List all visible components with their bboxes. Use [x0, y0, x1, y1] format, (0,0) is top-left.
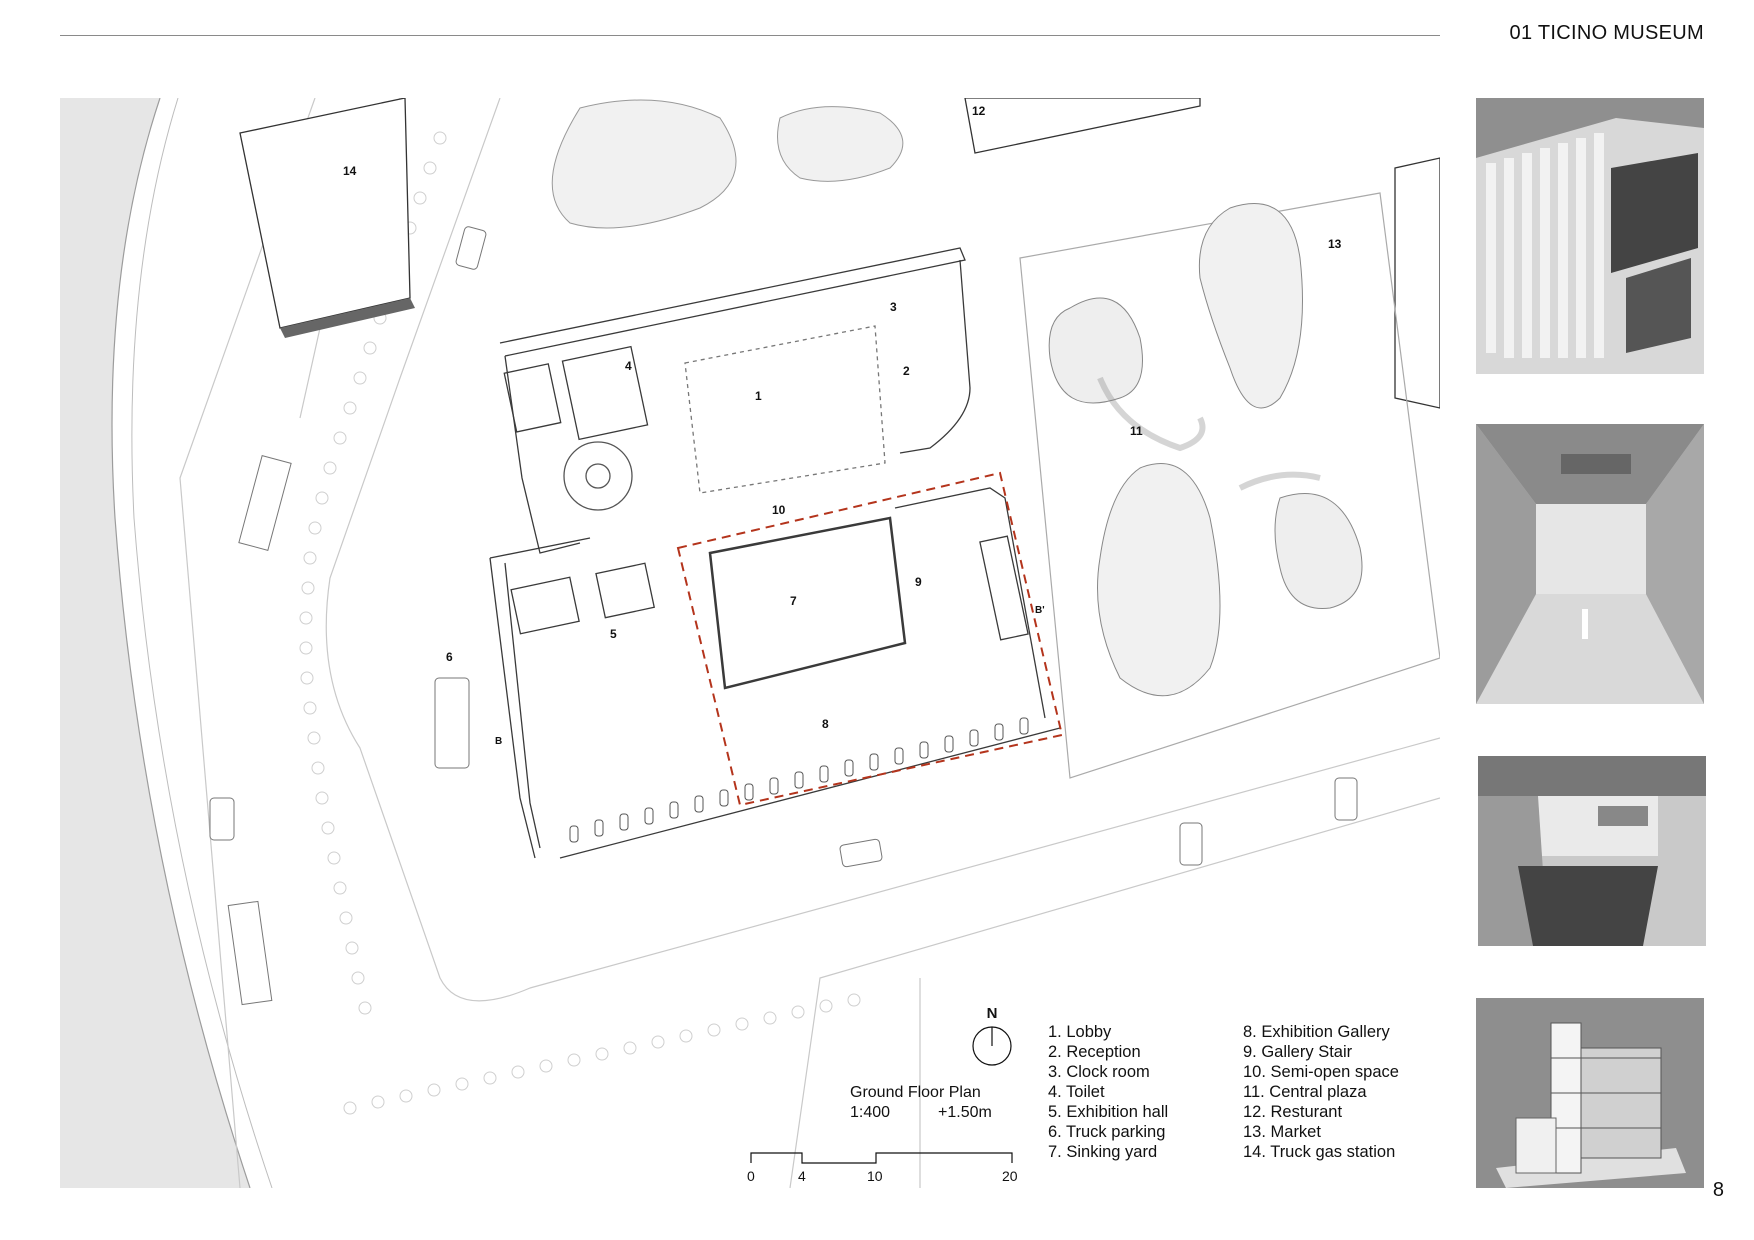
- room-label-11: 11: [1130, 424, 1143, 438]
- plan-level: +1.50m: [938, 1104, 992, 1121]
- room-label-1: 1: [755, 389, 762, 403]
- room-label-10: 10: [772, 503, 786, 517]
- building-13: [1394, 157, 1440, 409]
- legend-item: 14. Truck gas station: [1243, 1143, 1396, 1161]
- site-plan: 1 2 3 4 5 6 7 8 9 10 11 12 13 14 B B': [60, 98, 1440, 1188]
- model-render-image: [1476, 998, 1704, 1188]
- atrium-render-image: [1478, 756, 1706, 946]
- museum-building: [489, 247, 1064, 859]
- legend-item: 6. Truck parking: [1048, 1123, 1166, 1141]
- atrium-interior-render: [1478, 756, 1706, 946]
- legend-item: 2. Reception: [1048, 1043, 1141, 1061]
- legend-item: 8. Exhibition Gallery: [1243, 1023, 1390, 1041]
- central-plaza: [1019, 192, 1440, 779]
- legend-item: 10. Semi-open space: [1243, 1063, 1399, 1081]
- scale-bar-graphic: [750, 1152, 1013, 1164]
- scale-tick-0: 0: [747, 1168, 755, 1184]
- legend: 1. Lobby 2. Reception 3. Clock room 4. T…: [1048, 1022, 1168, 1162]
- legend-item: 11. Central plaza: [1243, 1083, 1367, 1101]
- room-label-5: 5: [610, 627, 617, 641]
- page-title: 01 TICINO MUSEUM: [1509, 22, 1704, 44]
- room-label-12: 12: [972, 104, 986, 118]
- plan-caption-title: Ground Floor Plan: [850, 1084, 981, 1101]
- room-label-9: 9: [915, 575, 922, 589]
- terrain-strip: [60, 98, 250, 1188]
- room-label-13: 13: [1328, 237, 1342, 251]
- legend-item: 13. Market: [1243, 1123, 1321, 1141]
- north-arrow-icon: [972, 1026, 1012, 1066]
- plan-caption: Ground Floor Plan 1:400 +1.50m: [850, 1083, 992, 1123]
- scale-tick-20: 20: [1002, 1168, 1018, 1184]
- room-label-6: 6: [446, 650, 453, 664]
- room-label-3: 3: [890, 300, 897, 314]
- facade-render-image: [1476, 98, 1704, 374]
- north-label: N: [986, 1005, 998, 1022]
- page-number: 8: [1712, 1179, 1724, 1201]
- building-12: [964, 98, 1201, 154]
- section-mark-b-prime: B': [1035, 605, 1045, 616]
- legend-item: 9. Gallery Stair: [1243, 1043, 1353, 1061]
- legend-item: 3. Clock room: [1048, 1063, 1150, 1081]
- section-mark-b: B: [495, 736, 502, 747]
- legend-item: 7. Sinking yard: [1048, 1143, 1158, 1161]
- room-label-8: 8: [822, 717, 829, 731]
- room-label-7: 7: [790, 594, 797, 608]
- room-label-2: 2: [903, 364, 910, 378]
- legend-item: 12. Resturant: [1243, 1103, 1343, 1121]
- facade-perspective-render: [1476, 98, 1704, 374]
- sectional-model-render: [1476, 998, 1704, 1188]
- legend-right: 8. Exhibition Gallery 9. Gallery Stair 1…: [1243, 1022, 1399, 1162]
- scale-bar: 0 4 10 20: [747, 1150, 1020, 1190]
- gallery-interior-render: [1476, 424, 1704, 704]
- legend-item: 4. Toilet: [1048, 1083, 1105, 1101]
- plan-scale: 1:400: [850, 1104, 891, 1121]
- legend-item: 5. Exhibition hall: [1048, 1103, 1169, 1121]
- room-label-14: 14: [343, 164, 357, 178]
- room-label-4: 4: [625, 359, 632, 373]
- legend-item: 1. Lobby: [1048, 1023, 1112, 1041]
- header-rule: [60, 35, 1440, 36]
- gallery-render-image: [1476, 424, 1704, 704]
- north-arrow: N: [970, 1005, 1014, 1075]
- scale-tick-4: 4: [798, 1168, 806, 1184]
- building-14: [239, 98, 415, 338]
- scale-tick-10: 10: [867, 1168, 883, 1184]
